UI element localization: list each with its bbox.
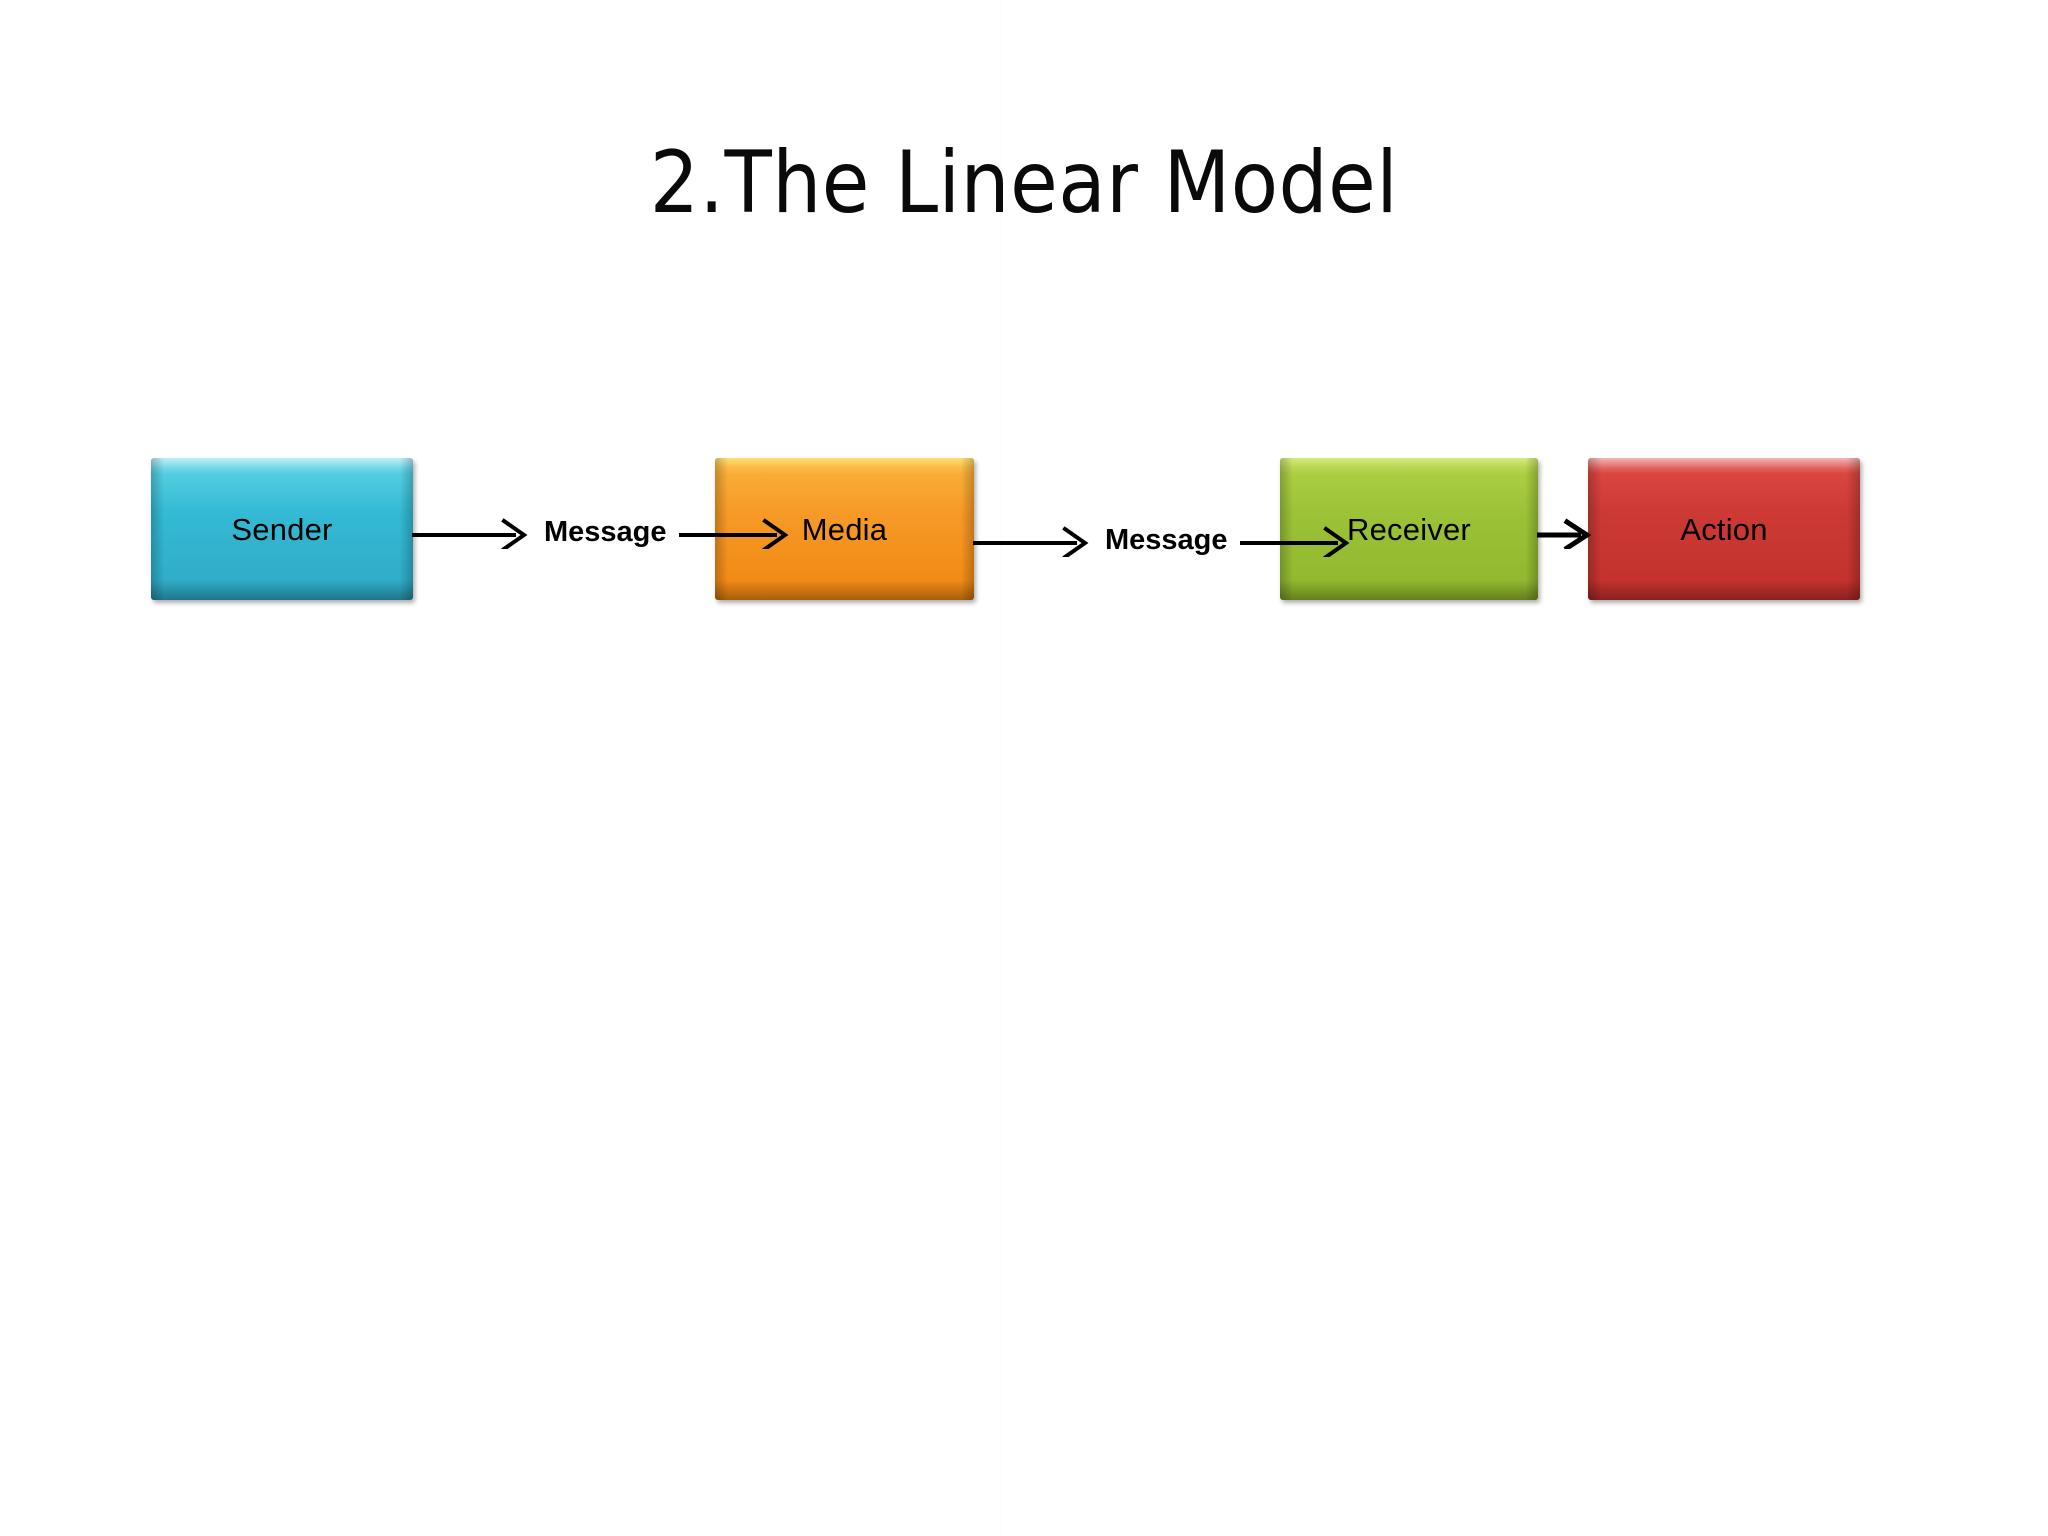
connector-label: Message xyxy=(544,515,667,548)
arrow-right-icon xyxy=(1537,518,1591,549)
panel-seam xyxy=(1000,0,1001,1536)
page-title: 2.The Linear Model xyxy=(649,133,1399,233)
flow-node-sender[interactable]: Sender xyxy=(151,458,413,600)
flow-node-label: Sender xyxy=(231,511,333,547)
arrow-right-icon xyxy=(973,526,1089,557)
connector-label: Message xyxy=(1105,523,1228,556)
flow-node-action[interactable]: Action xyxy=(1588,458,1860,600)
flow-node-label: Media xyxy=(801,511,888,547)
flow-node-media[interactable]: Media xyxy=(715,458,974,600)
arrow-right-icon xyxy=(412,518,528,549)
flow-node-label: Receiver xyxy=(1347,511,1471,547)
flow-node-label: Action xyxy=(1680,511,1768,547)
flow-node-receiver[interactable]: Receiver xyxy=(1280,458,1538,600)
connector-receiver-to-action xyxy=(1537,512,1591,552)
